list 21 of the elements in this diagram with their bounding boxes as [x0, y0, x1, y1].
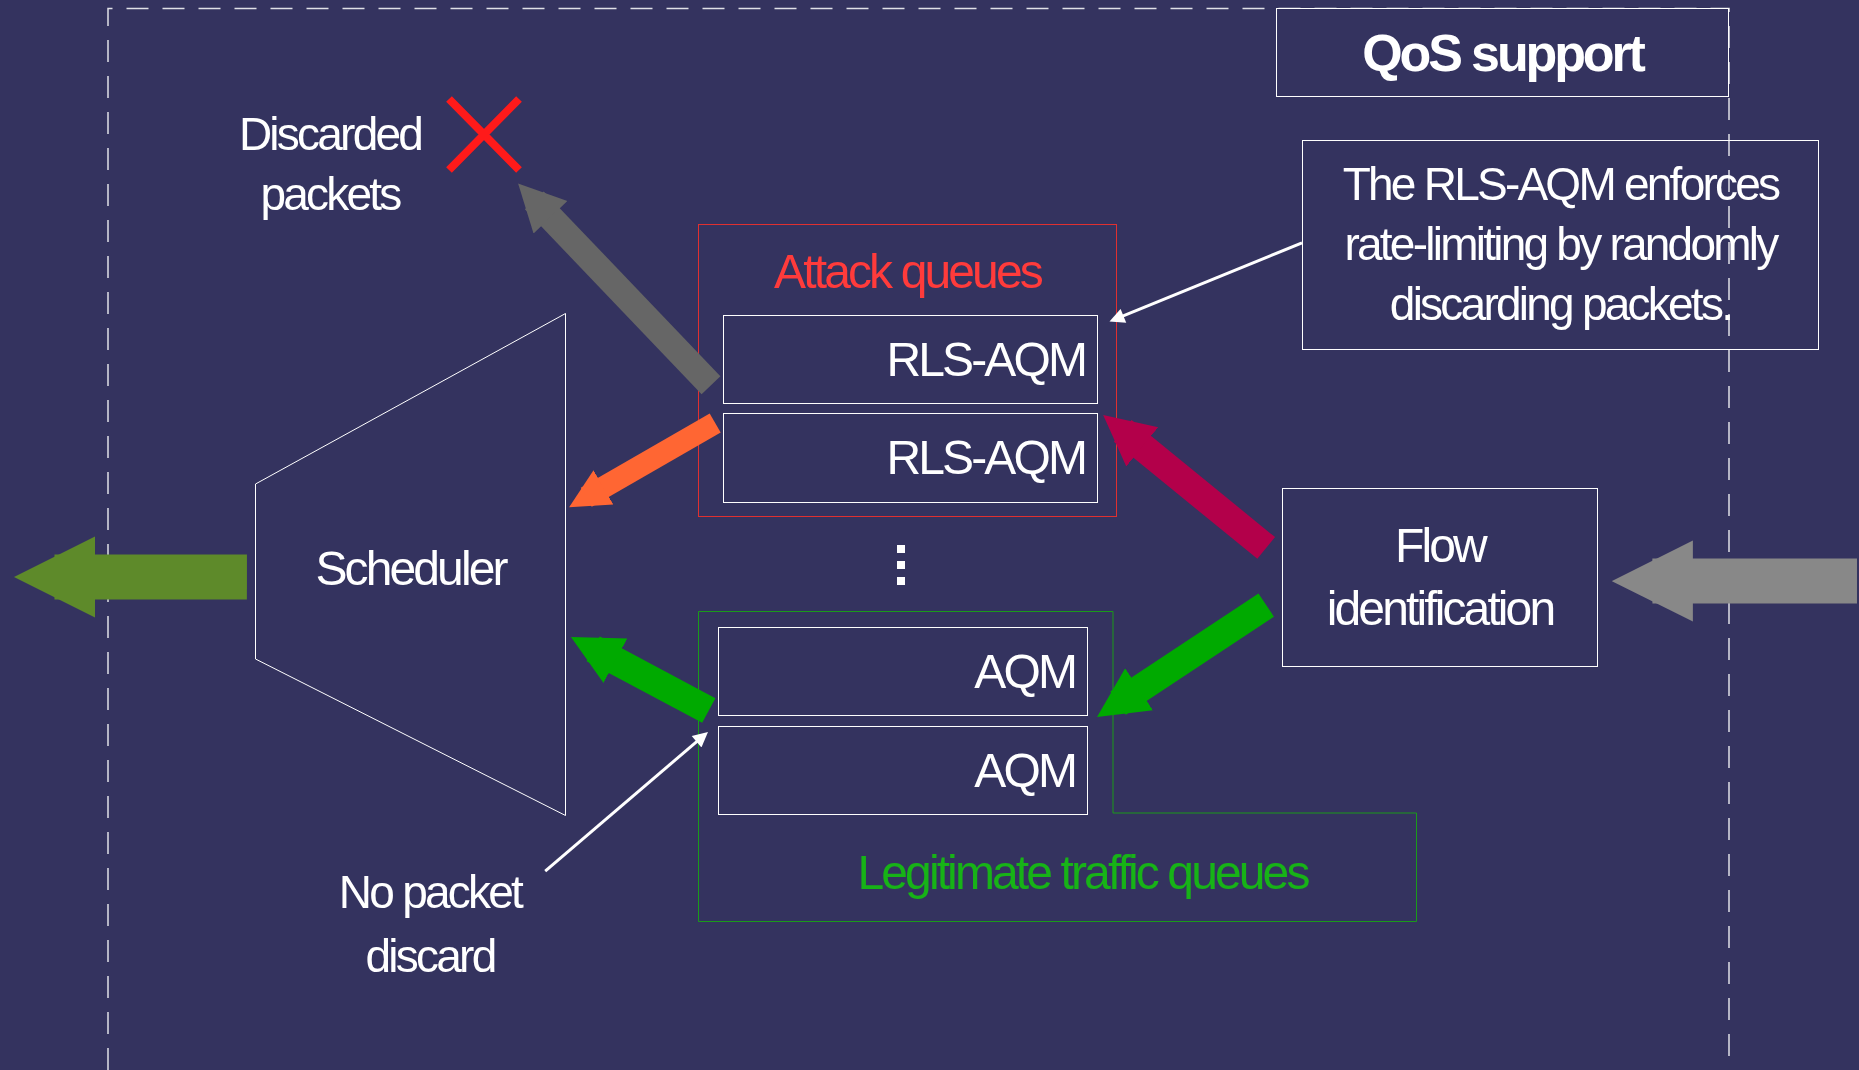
group-title: Attack queues	[774, 244, 1041, 300]
queue-box: RLS-AQM	[723, 315, 1098, 404]
note-box: The RLS-AQM enforces rate-limiting by randomly discarding packets.	[1302, 140, 1819, 350]
queue-box: RLS-AQM	[723, 413, 1098, 503]
block-arrow	[571, 636, 716, 723]
queue-box: AQM	[718, 726, 1088, 815]
leader-arrow	[1109, 241, 1303, 323]
queue-box: AQM	[718, 627, 1088, 716]
annotation-text: No packet discard	[310, 860, 550, 1000]
block-arrow	[1611, 540, 1857, 622]
block-arrow	[1097, 593, 1274, 718]
block-arrow	[518, 183, 721, 395]
block-arrow	[14, 536, 247, 618]
scheduler-label: Scheduler	[315, 541, 506, 597]
block-arrow	[569, 413, 721, 508]
discard-label: Discarded packets	[238, 108, 422, 220]
process-box: Flow identification	[1282, 488, 1598, 667]
leader-arrow	[544, 731, 708, 873]
group-title: Legitimate traffic queues	[857, 845, 1308, 901]
title-box: QoS support	[1276, 8, 1729, 97]
block-arrow	[1103, 415, 1276, 559]
